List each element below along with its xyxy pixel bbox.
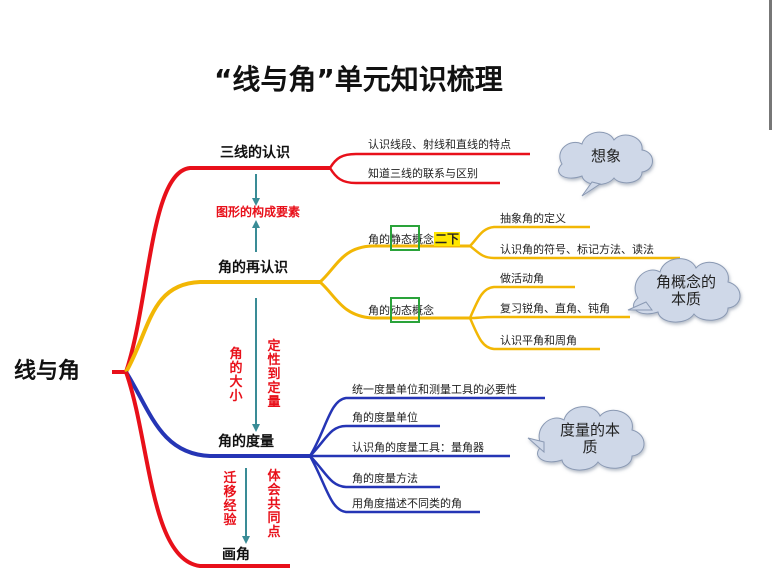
leaf-three-lines-relation: 知道三线的联系与区别 xyxy=(368,167,478,180)
sub-static xyxy=(318,244,470,284)
leaf-static-2 xyxy=(469,245,680,260)
leaf-measure-4 xyxy=(309,455,440,489)
node-static-concept: 角的静态概念二下 xyxy=(368,232,461,246)
leaf-dynamic-3 xyxy=(468,317,600,351)
page-title: “线与角”单元知识梳理 xyxy=(214,63,503,96)
note-qual-to-quant: 定性到定量 xyxy=(267,339,281,410)
dynamic-boxed: 动态 xyxy=(390,304,412,317)
note-transfer: 迁移经验 xyxy=(223,471,237,528)
leaf-static-1 xyxy=(469,225,590,247)
leaf-angle-symbol: 认识角的符号、标记方法、读法 xyxy=(500,243,654,256)
dynamic-suffix: 概念 xyxy=(412,304,434,317)
static-suffix: 概念 xyxy=(412,233,434,246)
leaf-measure-1 xyxy=(308,396,545,457)
leaf-measure-5 xyxy=(308,455,480,514)
root-node: 线与角 xyxy=(14,359,81,384)
cloud-angle-concept-text: 角概念的本质 xyxy=(656,273,717,308)
cloud-imagine xyxy=(558,131,653,197)
sub-dynamic xyxy=(319,280,470,320)
cloud-angle-concept xyxy=(627,258,741,323)
sub-three-lines-2 xyxy=(328,167,500,185)
leaf-three-lines-features: 认识线段、射线和直线的特点 xyxy=(368,138,511,151)
leaf-measure-tool: 认识角的度量工具：量角器 xyxy=(352,441,484,454)
node-angle-measure: 角的度量 xyxy=(218,434,274,450)
leaf-measure-2 xyxy=(309,424,440,457)
node-shape-elements: 图形的构成要素 xyxy=(216,205,301,219)
leaf-movable-angle: 做活动角 xyxy=(500,272,544,285)
node-angle-relearn: 角的再认识 xyxy=(218,260,288,276)
static-prefix: 角的 xyxy=(368,233,390,246)
leaf-straight-round-angle: 认识平角和周角 xyxy=(500,334,577,347)
branch-three-lines xyxy=(124,166,330,373)
node-three-lines: 三线的认识 xyxy=(220,145,290,161)
dynamic-green-box xyxy=(390,297,420,323)
node-dynamic-concept: 角的动态概念 xyxy=(368,305,434,316)
note-commonality: 体会共同点 xyxy=(267,469,281,540)
leaf-review-angles: 复习锐角、直角、钝角 xyxy=(500,302,610,315)
cloud-imagine-text: 想象 xyxy=(590,147,621,165)
leaf-measure-describe: 用角度描述不同类的角 xyxy=(352,497,462,510)
static-boxed: 静态 xyxy=(390,233,412,246)
dynamic-prefix: 角的 xyxy=(368,304,390,317)
leaf-abstract-definition: 抽象角的定义 xyxy=(500,212,566,225)
leaf-measure-method: 角的度量方法 xyxy=(352,472,418,485)
node-draw-angle: 画角 xyxy=(222,547,250,563)
note-size-of-angle: 角的大小 xyxy=(229,347,243,404)
branch-draw-angle xyxy=(124,371,290,568)
leaf-dynamic-2 xyxy=(469,315,630,320)
grade-tag: 二下 xyxy=(434,232,461,246)
scrollbar-edge xyxy=(769,0,772,130)
leaf-measure-necessity: 统一度量单位和测量工具的必要性 xyxy=(352,383,517,396)
sub-three-lines-1 xyxy=(328,152,530,169)
cloud-measure-text: 度量的本质 xyxy=(560,421,621,456)
static-green-box xyxy=(390,225,420,251)
leaf-measure-unit: 角的度量单位 xyxy=(352,411,418,424)
cloud-measure xyxy=(527,406,645,471)
branch-angle-relearn xyxy=(124,280,320,373)
branch-angle-measure xyxy=(124,370,310,458)
leaf-dynamic-1 xyxy=(468,285,575,319)
